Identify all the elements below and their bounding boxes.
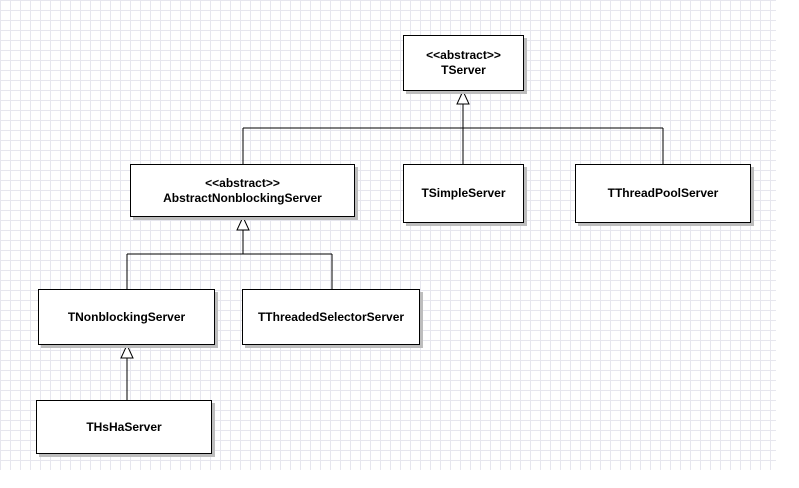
class-tserver[interactable]: <<abstract>> TServer — [403, 35, 524, 91]
class-tsimple-server[interactable]: TSimpleServer — [403, 164, 524, 223]
stereotype-label: <<abstract>> — [205, 175, 280, 190]
class-thsha-server[interactable]: THsHaServer — [36, 400, 212, 454]
class-tnonblocking-server[interactable]: TNonblockingServer — [38, 289, 215, 345]
class-tthreadpool-server[interactable]: TThreadPoolServer — [575, 164, 751, 223]
class-name: TSimpleServer — [421, 186, 506, 200]
class-name: THsHaServer — [86, 419, 162, 434]
grid-background — [0, 0, 776, 470]
class-name: AbstractNonblockingServer — [163, 190, 322, 205]
class-tthreaded-selector-server[interactable]: TThreadedSelectorServer — [242, 289, 420, 345]
generalization-arrow-abstract-nonblocking — [236, 215, 250, 231]
class-abstract-nonblocking-server[interactable]: <<abstract>> AbstractNonblockingServer — [130, 164, 355, 217]
class-name: TNonblockingServer — [67, 309, 186, 324]
class-name: TThreadPoolServer — [607, 186, 719, 200]
class-name: TServer — [441, 63, 486, 77]
stereotype-label: <<abstract>> — [426, 48, 501, 62]
generalization-arrow-tnonblocking — [120, 343, 134, 359]
generalization-arrow-tserver — [456, 89, 470, 105]
class-name: TThreadedSelectorServer — [257, 309, 405, 324]
